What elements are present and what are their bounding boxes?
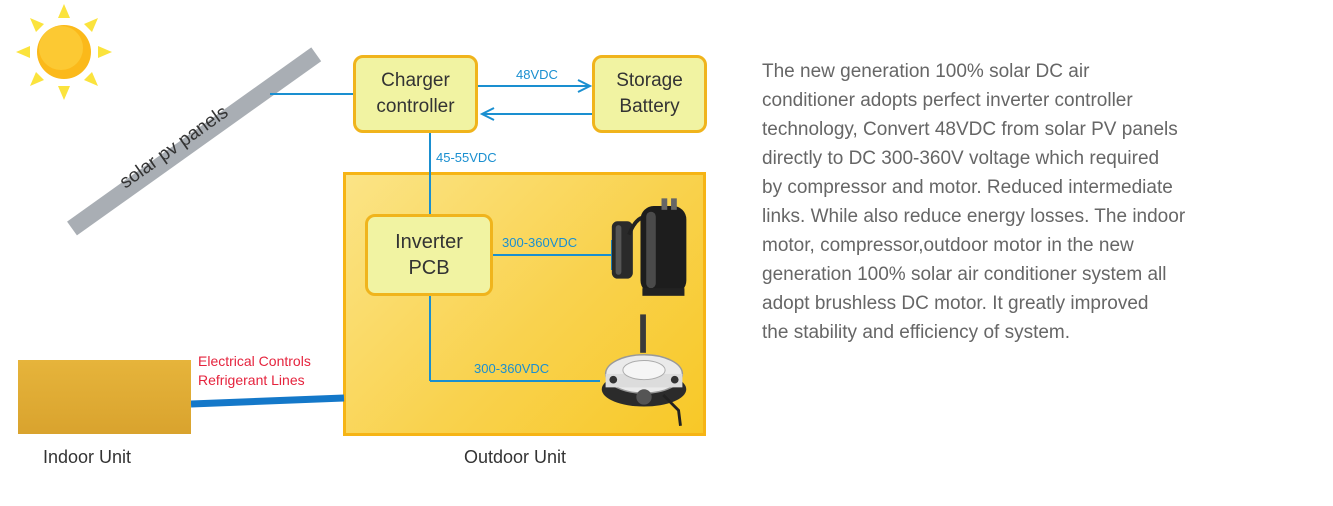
description-line: directly to DC 300-360V voltage which re…	[762, 148, 1160, 169]
description-line: links. While also reduce energy losses. …	[762, 206, 1186, 227]
description-line: technology, Convert 48VDC from solar PV …	[762, 119, 1178, 140]
description-line: motor, compressor,outdoor motor in the n…	[762, 235, 1134, 256]
indoor-unit-label: Indoor Unit	[43, 447, 132, 467]
sun-icon	[16, 4, 112, 100]
inverter-pcb-label: Inverter PCB	[395, 231, 463, 279]
voltage-48vdc-label: 48VDC	[516, 67, 558, 82]
compressor-icon	[611, 198, 687, 296]
charger-controller-label: Charger controller	[376, 70, 455, 117]
description-line: the stability and efficiency of system.	[762, 322, 1071, 343]
description-line: by compressor and motor. Reduced interme…	[762, 177, 1173, 198]
inverter-pcb-box: Inverter PCB	[365, 214, 493, 296]
indoor-unit-box	[18, 360, 191, 434]
description-line: generation 100% solar air conditioner sy…	[762, 264, 1167, 285]
voltage-motor-label: 300-360VDC	[474, 361, 550, 376]
description-text: The new generation 100% solar DC air con…	[762, 57, 1322, 347]
storage-battery-box: Storage Battery	[592, 55, 707, 133]
fan-motor-icon	[601, 314, 687, 426]
description-line: adopt brushless DC motor. It greatly imp…	[762, 293, 1149, 314]
electrical-controls-label: Electrical Controls	[198, 353, 311, 369]
voltage-45-55vdc-label: 45-55VDC	[436, 150, 497, 165]
refrigerant-lines-label: Refrigerant Lines	[198, 372, 305, 388]
outdoor-unit-label: Outdoor Unit	[464, 447, 567, 467]
storage-battery-label: Storage Battery	[616, 70, 683, 117]
voltage-compressor-label: 300-360VDC	[502, 235, 578, 250]
charger-controller-box: Charger controller	[353, 55, 478, 133]
description-line: The new generation 100% solar DC air	[762, 61, 1090, 82]
description-line: conditioner adopts perfect inverter cont…	[762, 90, 1133, 111]
solar-panels-label: solar pv panels	[116, 101, 233, 194]
